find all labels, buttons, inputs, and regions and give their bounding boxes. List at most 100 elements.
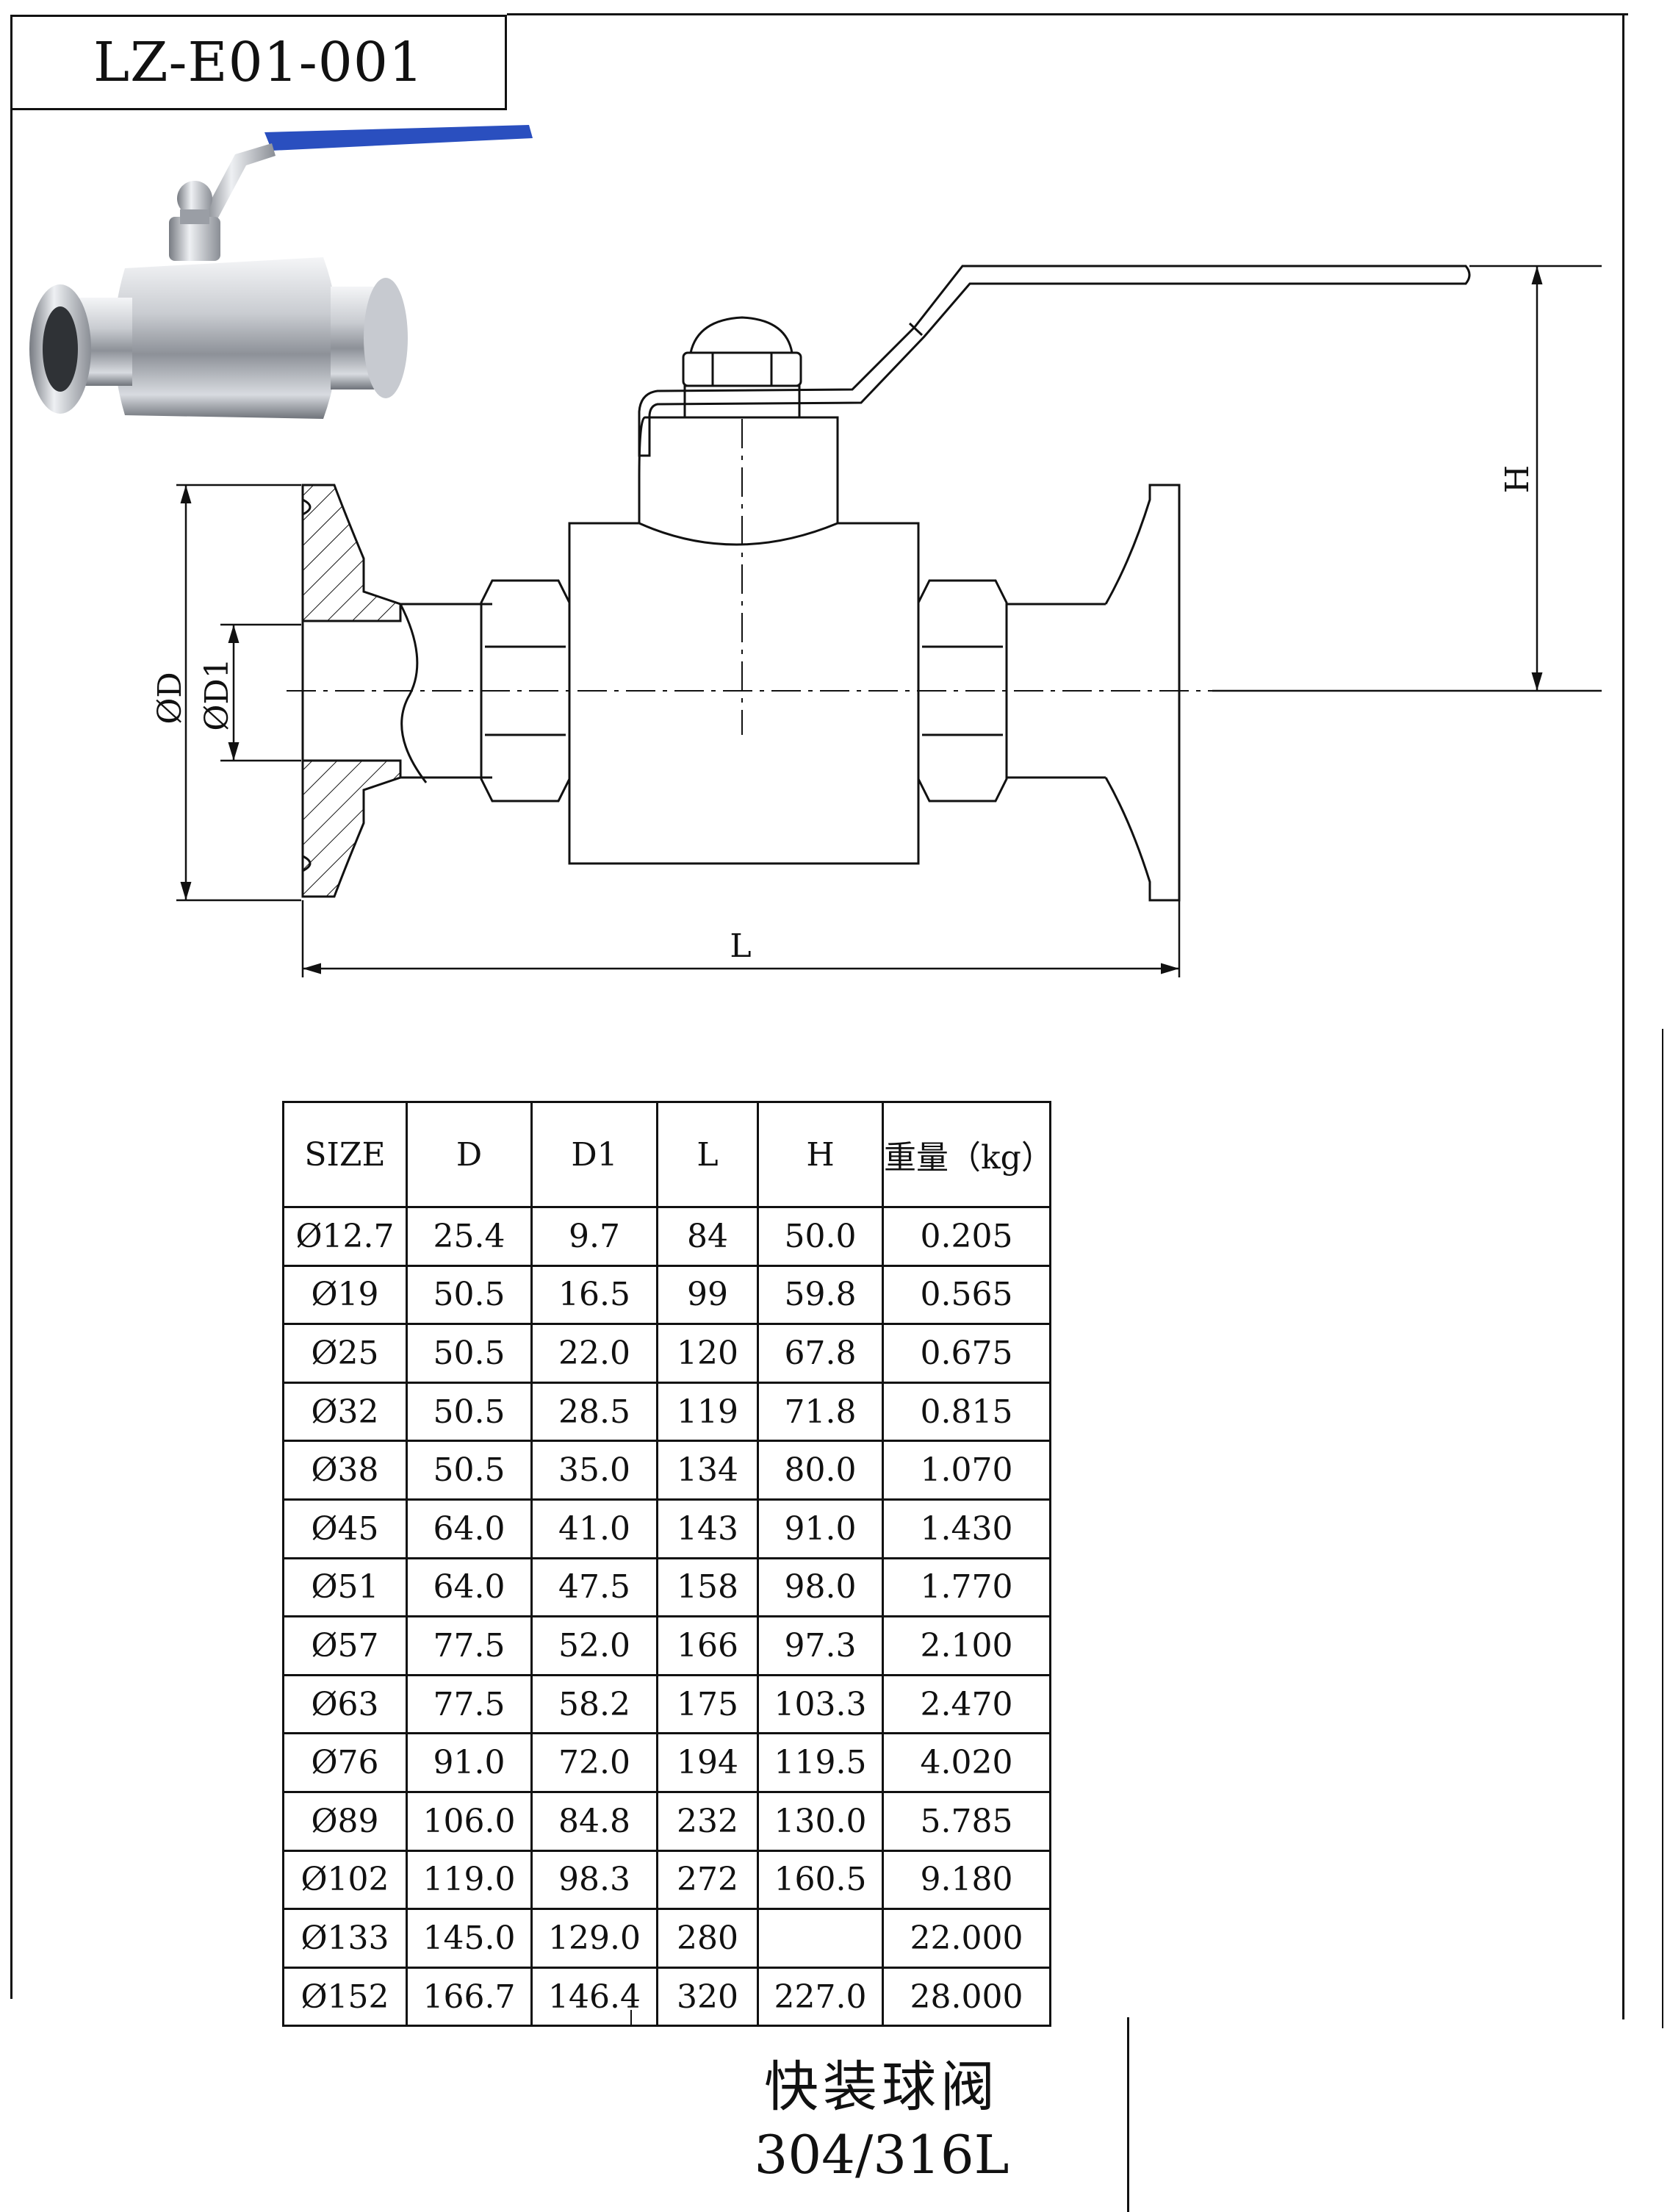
cell-size: Ø63: [282, 1673, 408, 1735]
header-d: D: [406, 1101, 533, 1208]
frame-left-line: [10, 110, 12, 1999]
cell-size: Ø38: [282, 1440, 408, 1501]
cell-size: Ø57: [282, 1615, 408, 1676]
product-photo: [29, 125, 533, 419]
cell-d1: 9.7: [530, 1206, 658, 1267]
cell-l: 134: [656, 1440, 759, 1501]
cell-d: 166.7: [406, 1966, 533, 2028]
cell-d: 50.5: [406, 1440, 533, 1501]
cell-weight: 0.675: [882, 1323, 1051, 1384]
cell-l: 143: [656, 1498, 759, 1559]
dim-label-d1: ØD1: [198, 658, 236, 730]
cell-l: 99: [656, 1264, 759, 1326]
cell-weight: 2.100: [882, 1615, 1051, 1676]
cell-d1: 129.0: [530, 1908, 658, 1969]
cell-size: Ø133: [282, 1908, 408, 1969]
cell-weight: 28.000: [882, 1966, 1051, 2028]
handle-lever: [638, 265, 1471, 457]
stem-cap: [689, 316, 793, 354]
product-name: 快装球阀: [764, 2055, 999, 2119]
cell-d: 64.0: [406, 1556, 533, 1618]
header-h: H: [757, 1101, 884, 1208]
dim-label-l: L: [730, 927, 751, 965]
cell-l: 280: [656, 1908, 759, 1969]
cell-l: 194: [656, 1732, 759, 1793]
cell-l: 158: [656, 1556, 759, 1618]
right-hex-nut: [917, 579, 1008, 802]
cell-h: [757, 1908, 884, 1969]
cell-size: Ø45: [282, 1498, 408, 1559]
cell-d1: 52.0: [530, 1615, 658, 1676]
cell-h: 160.5: [757, 1849, 884, 1911]
header-d1: D1: [530, 1101, 658, 1208]
cell-size: Ø25: [282, 1323, 408, 1384]
cell-l: 272: [656, 1849, 759, 1911]
cell-d: 50.5: [406, 1323, 533, 1384]
footer-divider-line: [1127, 2017, 1129, 2212]
header-l: L: [656, 1101, 759, 1208]
cell-d: 91.0: [406, 1732, 533, 1793]
cell-weight: 1.070: [882, 1440, 1051, 1501]
cell-d1: 41.0: [530, 1498, 658, 1559]
cell-weight: 4.020: [882, 1732, 1051, 1793]
cell-d: 50.5: [406, 1264, 533, 1326]
cell-l: 175: [656, 1673, 759, 1735]
cell-h: 50.0: [757, 1206, 884, 1267]
cell-h: 130.0: [757, 1790, 884, 1852]
header-size: SIZE: [282, 1101, 408, 1208]
cell-d1: 16.5: [530, 1264, 658, 1326]
cell-d1: 146.4: [530, 1966, 658, 2028]
cell-l: 120: [656, 1323, 759, 1384]
frame-top-line: [507, 13, 1628, 15]
cell-h: 227.0: [757, 1966, 884, 2028]
cell-size: Ø19: [282, 1264, 408, 1326]
cell-d: 77.5: [406, 1615, 533, 1676]
cell-h: 59.8: [757, 1264, 884, 1326]
cell-d1: 22.0: [530, 1323, 658, 1384]
photo-handle-arm: [202, 143, 276, 220]
cell-d1: 72.0: [530, 1732, 658, 1793]
cell-l: 119: [656, 1381, 759, 1443]
cell-size: Ø152: [282, 1966, 408, 2028]
cell-weight: 0.565: [882, 1264, 1051, 1326]
cell-d1: 35.0: [530, 1440, 658, 1501]
right-flange: [1104, 484, 1181, 902]
cell-d: 25.4: [406, 1206, 533, 1267]
cell-l: 166: [656, 1615, 759, 1676]
frame-right-outer-line: [1662, 1029, 1663, 2028]
cell-d1: 28.5: [530, 1381, 658, 1443]
cell-l: 84: [656, 1206, 759, 1267]
cell-l: 320: [656, 1966, 759, 2028]
cell-weight: 1.430: [882, 1498, 1051, 1559]
cell-l: 232: [656, 1790, 759, 1852]
cell-d: 50.5: [406, 1381, 533, 1443]
photo-handle-grip: [264, 125, 533, 151]
cell-h: 103.3: [757, 1673, 884, 1735]
cell-weight: 5.785: [882, 1790, 1051, 1852]
dim-label-h: H: [1499, 465, 1536, 493]
table-header-row: SIZE D D1 L H 重量（kg）: [282, 1101, 1054, 1208]
cell-weight: 9.180: [882, 1849, 1051, 1911]
cell-h: 97.3: [757, 1615, 884, 1676]
cell-size: Ø76: [282, 1732, 408, 1793]
cell-d1: 84.8: [530, 1790, 658, 1852]
cell-d1: 58.2: [530, 1673, 658, 1735]
header-weight: 重量（kg）: [882, 1101, 1054, 1208]
dim-label-d: ØD: [151, 672, 189, 724]
cell-size: Ø89: [282, 1790, 408, 1852]
cell-d: 77.5: [406, 1673, 533, 1735]
